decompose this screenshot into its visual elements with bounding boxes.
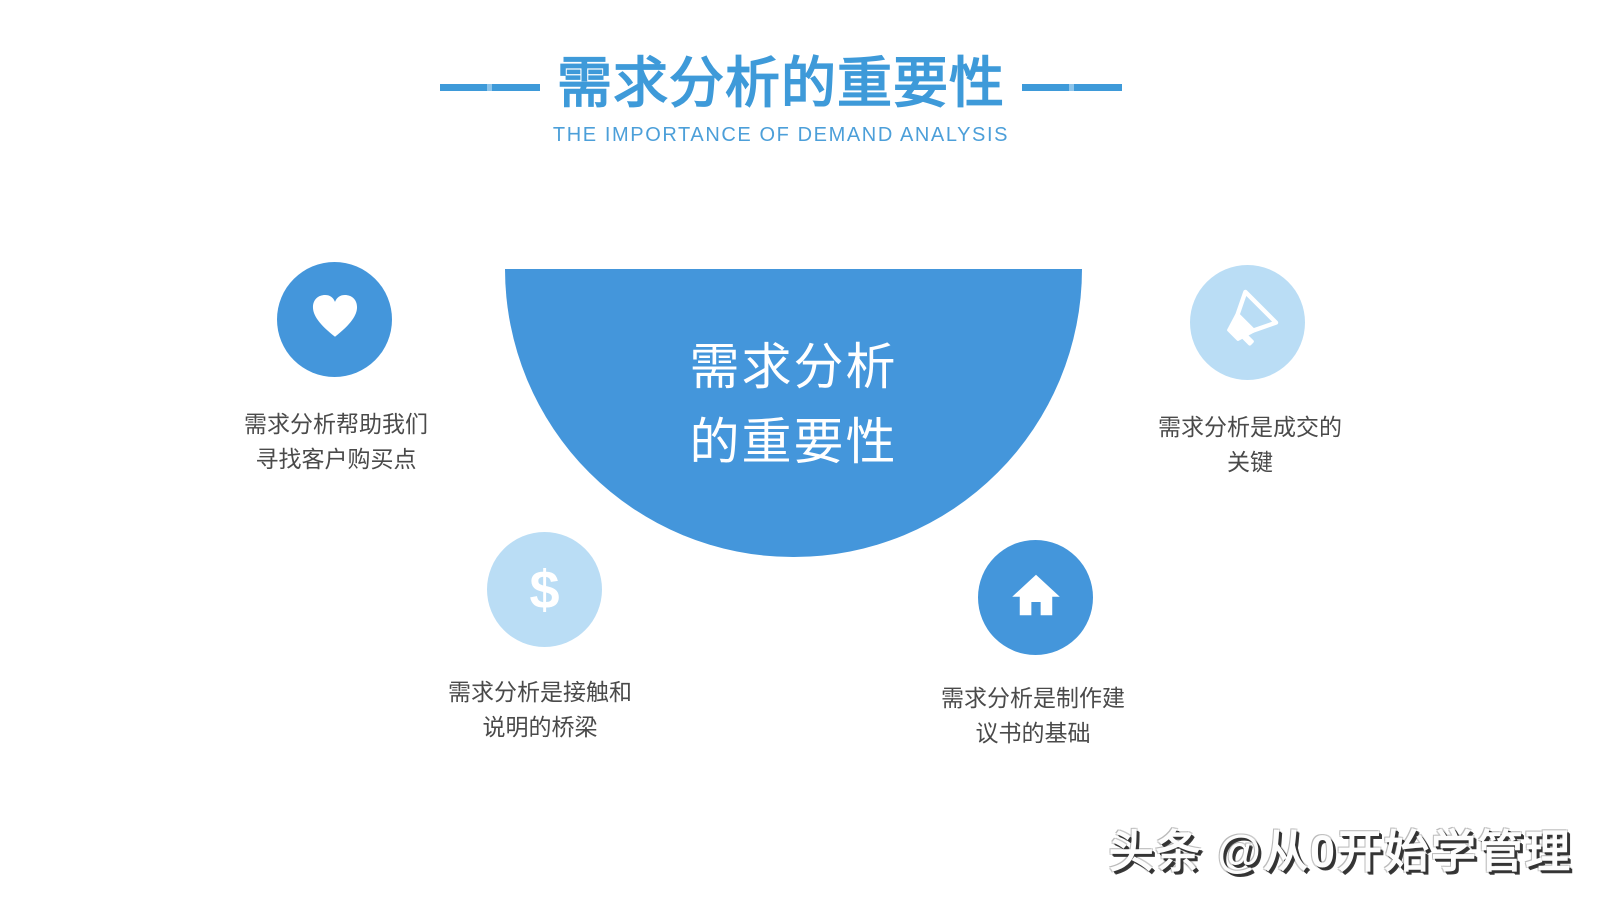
center-semicircle: 需求分析 的重要性 xyxy=(505,269,1082,557)
item-circle-home xyxy=(978,540,1093,655)
watermark: 头条 @从0开始学管理 xyxy=(1108,826,1572,877)
caption-heart-line1: 需求分析帮助我们 xyxy=(244,411,428,437)
caption-home-line1: 需求分析是制作建 xyxy=(941,685,1125,711)
center-text: 需求分析 的重要性 xyxy=(505,330,1082,480)
caption-home-line2: 议书的基础 xyxy=(975,720,1091,746)
caption-heart-line2: 寻找客户购买点 xyxy=(255,446,417,472)
page-title: 需求分析的重要性 xyxy=(556,52,1005,114)
item-circle-dollar: $ xyxy=(487,532,602,647)
caption-megaphone-line1: 需求分析是成交的 xyxy=(1158,414,1342,440)
title-row: 需求分析的重要性 xyxy=(0,55,1562,111)
home-icon xyxy=(1007,566,1065,629)
caption-dollar-line2: 说明的桥梁 xyxy=(482,714,598,740)
item-circle-megaphone xyxy=(1190,265,1305,380)
slide-header: 需求分析的重要性 THE IMPORTANCE OF DEMAND ANALYS… xyxy=(0,55,1562,147)
caption-heart: 需求分析帮助我们 寻找客户购买点 xyxy=(186,407,486,477)
megaphone-icon xyxy=(1217,289,1279,356)
title-dash-left xyxy=(439,83,540,91)
center-text-line2: 的重要性 xyxy=(689,414,898,470)
caption-dollar-line1: 需求分析是接触和 xyxy=(448,679,632,705)
caption-megaphone: 需求分析是成交的 关键 xyxy=(1100,410,1400,480)
title-dash-right xyxy=(1022,83,1122,91)
center-text-line1: 需求分析 xyxy=(689,339,898,395)
item-circle-heart xyxy=(277,262,392,377)
page-subtitle: THE IMPORTANCE OF DEMAND ANALYSIS xyxy=(552,124,1010,146)
caption-dollar: 需求分析是接触和 说明的桥梁 xyxy=(390,675,690,745)
caption-megaphone-line2: 关键 xyxy=(1227,449,1273,475)
heart-icon xyxy=(306,288,364,351)
caption-home: 需求分析是制作建 议书的基础 xyxy=(883,681,1183,751)
dollar-icon: $ xyxy=(529,559,560,620)
